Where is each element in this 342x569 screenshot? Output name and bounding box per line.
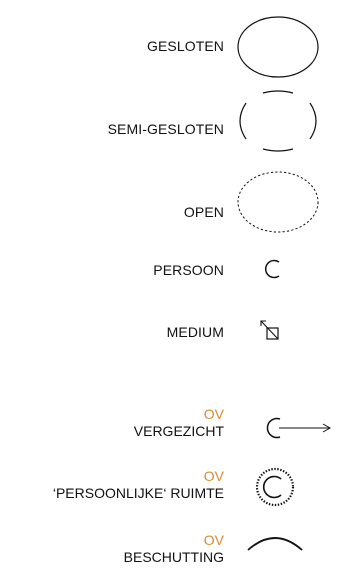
legend-label-semi-gesloten: SEMI-GESLOTEN: [107, 121, 224, 137]
shelter-arc-icon: [247, 537, 303, 551]
open-dashed-ellipse-icon: [237, 171, 319, 233]
legend-label-persoonlijke-ruimte: ‘PERSOONLIJKE‘ RUIMTE: [52, 485, 224, 501]
medium-box-arrow-icon: [260, 320, 279, 340]
closed-ellipse-icon: [237, 16, 319, 78]
legend-label-beschutting: BESCHUTTING: [123, 549, 224, 565]
ov-prefix: OV: [203, 532, 224, 548]
semi-closed-ellipse-icon: [239, 90, 317, 152]
vista-arc-arrow-icon: [266, 417, 332, 439]
legend-label-gesloten: GESLOTEN: [146, 38, 224, 54]
legend-ov-beschutting: OV BESCHUTTING: [124, 532, 224, 566]
legend-label-vergezicht: VERGEZICHT: [133, 423, 224, 439]
legend-ov-persoonlijke-ruimte: OV ‘PERSOONLIJKE‘ RUIMTE: [53, 468, 224, 502]
personal-space-icon: [255, 467, 295, 507]
ov-prefix: OV: [203, 468, 224, 484]
legend-label-persoon: PERSOON: [153, 262, 224, 278]
person-arc-icon: [264, 259, 280, 279]
legend-label-open: OPEN: [183, 204, 224, 220]
legend-ov-vergezicht: OV VERGEZICHT: [134, 406, 224, 440]
ov-prefix: OV: [203, 406, 224, 422]
legend-label-medium: MEDIUM: [166, 324, 224, 340]
